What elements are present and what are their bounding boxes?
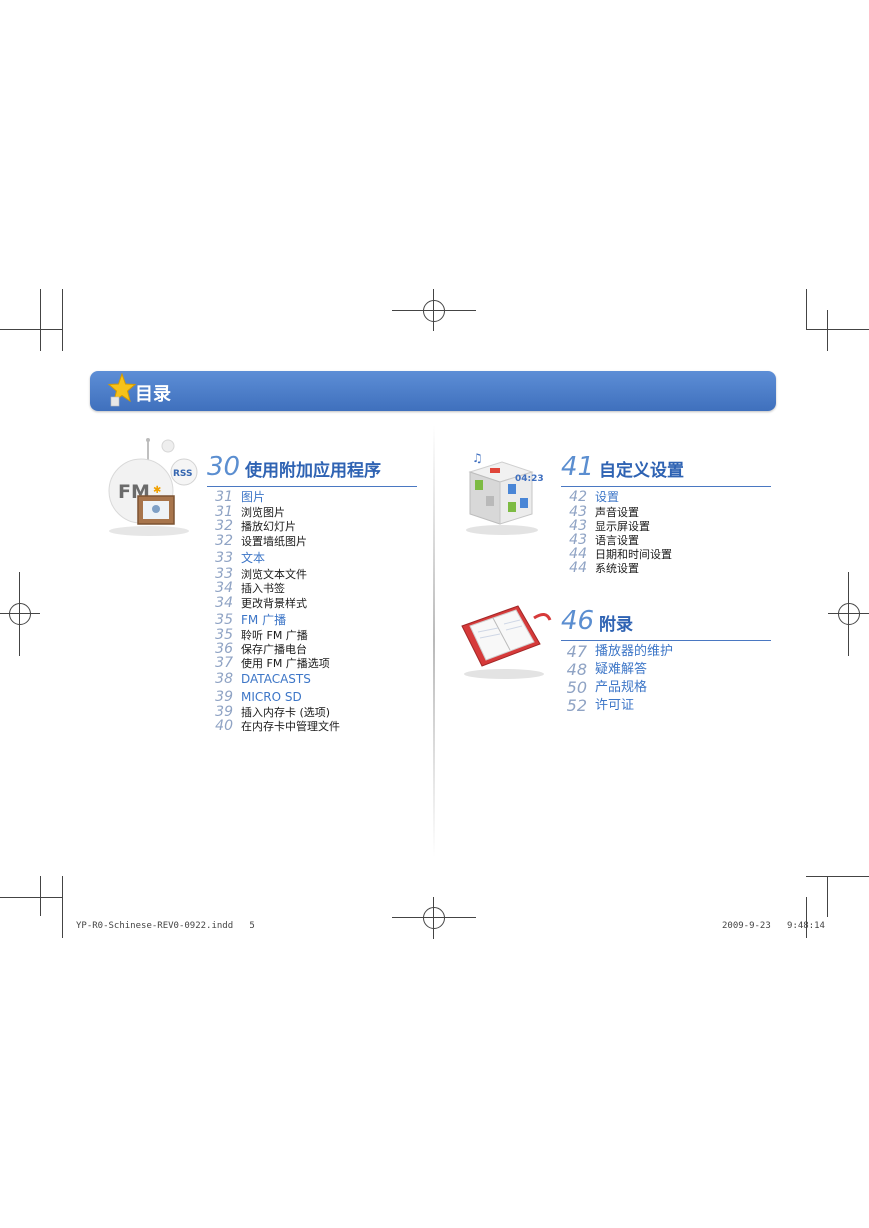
page-title: 目录	[135, 384, 171, 405]
planner-book-illustration	[461, 605, 552, 679]
toc-section-header: 30 使用附加应用程序	[207, 452, 417, 487]
toc-header-banner: 目录	[90, 371, 776, 411]
file-slug: YP-R0-Schinese-REV0-0922.indd 5	[76, 921, 255, 931]
section-page-number: 41	[561, 452, 595, 482]
svg-text:✱: ✱	[153, 485, 161, 496]
svg-text:04:23: 04:23	[515, 474, 544, 484]
section-page-number: 30	[207, 452, 241, 482]
section-title: 附录	[599, 615, 633, 635]
settings-cube-illustration: ♫ 04:23	[466, 451, 544, 535]
print-timestamp: 2009-9-23 9:48:14	[722, 921, 825, 931]
section-page-number: 46	[561, 606, 595, 636]
section-title: 使用附加应用程序	[245, 461, 381, 481]
star-icon	[108, 373, 136, 407]
svg-text:RSS: RSS	[173, 469, 193, 479]
toc-section-header: 46 附录	[561, 606, 771, 641]
column-divider	[433, 425, 435, 857]
section-title: 自定义设置	[599, 461, 684, 481]
toc-section-header: 41 自定义设置	[561, 452, 771, 487]
svg-text:♫: ♫	[472, 451, 483, 465]
fm-radio-illustration: FM RSS ✱	[108, 438, 198, 536]
